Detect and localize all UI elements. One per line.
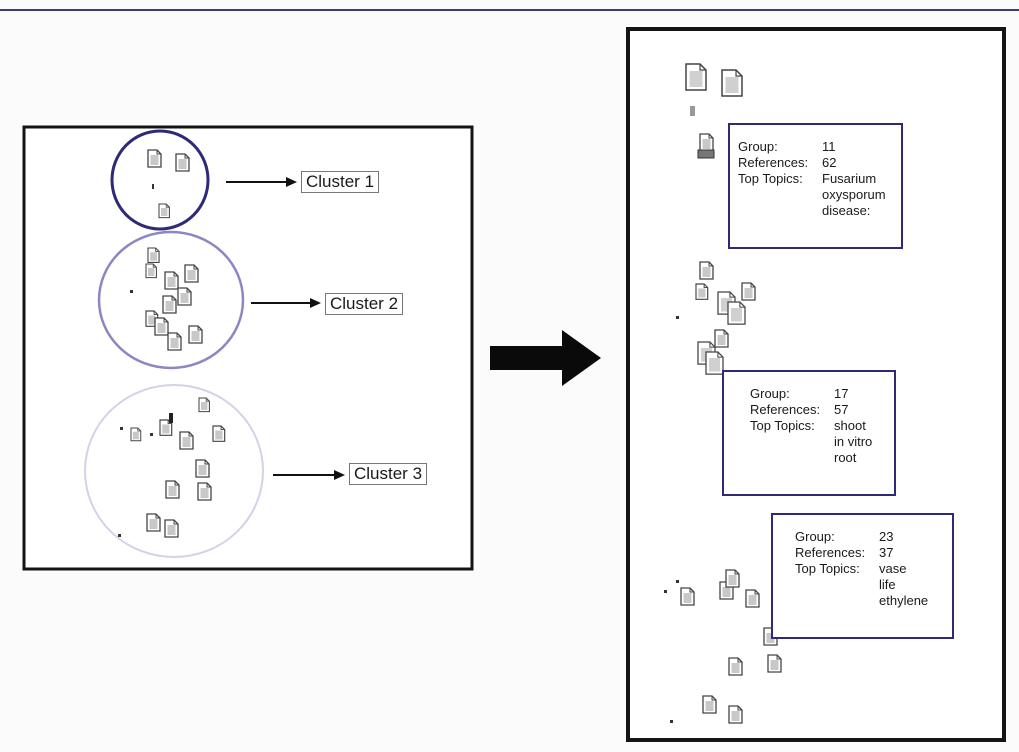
document-icon xyxy=(164,271,179,290)
references-value: 57 xyxy=(834,402,849,417)
cluster-3-arrow-right-icon xyxy=(273,470,345,480)
references-label: References: xyxy=(750,402,821,417)
document-icon xyxy=(184,264,199,283)
document-fragment xyxy=(120,427,123,430)
document-icon xyxy=(165,480,180,499)
document-icon xyxy=(714,329,729,348)
group-info-box: Group: 11 References: 62 Top Topics: Fus… xyxy=(728,123,903,249)
document-icon xyxy=(725,569,740,588)
document-fragment xyxy=(150,433,153,436)
group-23-documents xyxy=(664,569,782,724)
references-value: 37 xyxy=(879,545,894,560)
group-11-documents xyxy=(685,63,743,159)
cluster-1-label: Cluster 1 xyxy=(301,171,380,193)
document-icon xyxy=(164,519,179,538)
document-icon xyxy=(728,657,743,676)
group-label: Group: xyxy=(750,386,790,401)
top-topics-label: Top Topics: xyxy=(750,418,815,433)
document-icon xyxy=(198,397,210,413)
document-icon xyxy=(727,301,746,325)
document-fragment xyxy=(169,413,173,423)
cluster-3-documents xyxy=(118,397,226,538)
top-topics-list: shoot in vitro root xyxy=(834,418,884,466)
group-info-box: Group: 17 References: 57 Top Topics: sho… xyxy=(722,370,896,496)
document-icon xyxy=(197,482,212,501)
document-icon xyxy=(721,69,743,97)
document-icon xyxy=(695,283,709,300)
topic-item: vase xyxy=(879,561,907,576)
document-icon xyxy=(685,63,707,91)
left-panel-frame xyxy=(22,125,474,571)
document-icon xyxy=(179,431,194,450)
cluster-3-label: Cluster 3 xyxy=(349,463,428,485)
top-topics-list: vase life ethylene xyxy=(879,561,942,609)
group-17-documents xyxy=(676,261,756,375)
cluster-3-ring xyxy=(84,384,264,558)
group-label: Group: xyxy=(738,139,778,154)
references-label: References: xyxy=(795,545,866,560)
document-icon xyxy=(212,425,226,442)
document-fragment xyxy=(690,106,695,116)
document-fragment xyxy=(676,316,679,319)
document-icon xyxy=(767,654,782,673)
document-icon xyxy=(145,263,157,279)
document-icon xyxy=(188,325,203,344)
cluster-2-label: Cluster 2 xyxy=(325,293,404,315)
document-fragment xyxy=(130,290,133,293)
document-icon xyxy=(162,295,177,314)
document-icon xyxy=(158,203,170,219)
references-value: 62 xyxy=(822,155,837,170)
group-value: 17 xyxy=(834,386,849,401)
document-icon xyxy=(147,247,160,264)
document-fragment xyxy=(118,534,121,537)
document-icon xyxy=(167,332,182,351)
top-topics-label: Top Topics: xyxy=(795,561,860,576)
cluster-2-arrow-right-icon xyxy=(251,298,321,308)
document-icon xyxy=(177,287,192,306)
group-info-box: Group: 23 References: 37 Top Topics: vas… xyxy=(771,513,954,639)
document-icon xyxy=(745,589,760,608)
big-arrow-right-icon xyxy=(490,330,601,386)
topic-item: life xyxy=(879,577,896,592)
document-icon xyxy=(699,261,714,280)
topic-item: shoot xyxy=(834,418,866,433)
document-icon xyxy=(702,695,717,714)
document-icon xyxy=(741,282,756,301)
document-icon xyxy=(705,351,724,375)
document-fragment xyxy=(152,184,154,189)
document-fragment xyxy=(676,580,679,583)
top-topics-list: Fusarium oxysporum disease: xyxy=(822,171,891,219)
cluster-1-documents xyxy=(147,149,190,219)
topic-item: ethylene xyxy=(879,593,929,608)
cluster-2-ring xyxy=(97,230,245,370)
topic-item: in vitro xyxy=(834,434,873,449)
document-icon xyxy=(175,153,190,172)
top-topics-label: Top Topics: xyxy=(738,171,803,186)
document-icon xyxy=(195,459,210,478)
topic-item: root xyxy=(834,450,857,465)
cluster-1-ring xyxy=(110,129,210,231)
group-value: 11 xyxy=(822,139,836,154)
document-fragment xyxy=(697,149,715,159)
document-icon xyxy=(154,317,169,336)
topic-item: disease: xyxy=(822,203,871,218)
document-icon xyxy=(680,587,695,606)
document-icon xyxy=(699,133,714,152)
document-icon xyxy=(147,149,162,168)
topic-item: Fusarium xyxy=(822,171,877,186)
document-fragment xyxy=(670,720,673,723)
document-icon xyxy=(146,513,161,532)
document-icon xyxy=(728,705,743,724)
group-value: 23 xyxy=(879,529,894,544)
cluster-2-documents xyxy=(130,247,203,351)
group-label: Group: xyxy=(795,529,835,544)
document-fragment xyxy=(664,590,667,593)
cluster-1-arrow-right-icon xyxy=(226,177,297,187)
topic-item: oxysporum xyxy=(822,187,886,202)
references-label: References: xyxy=(738,155,809,170)
document-icon xyxy=(130,427,142,442)
